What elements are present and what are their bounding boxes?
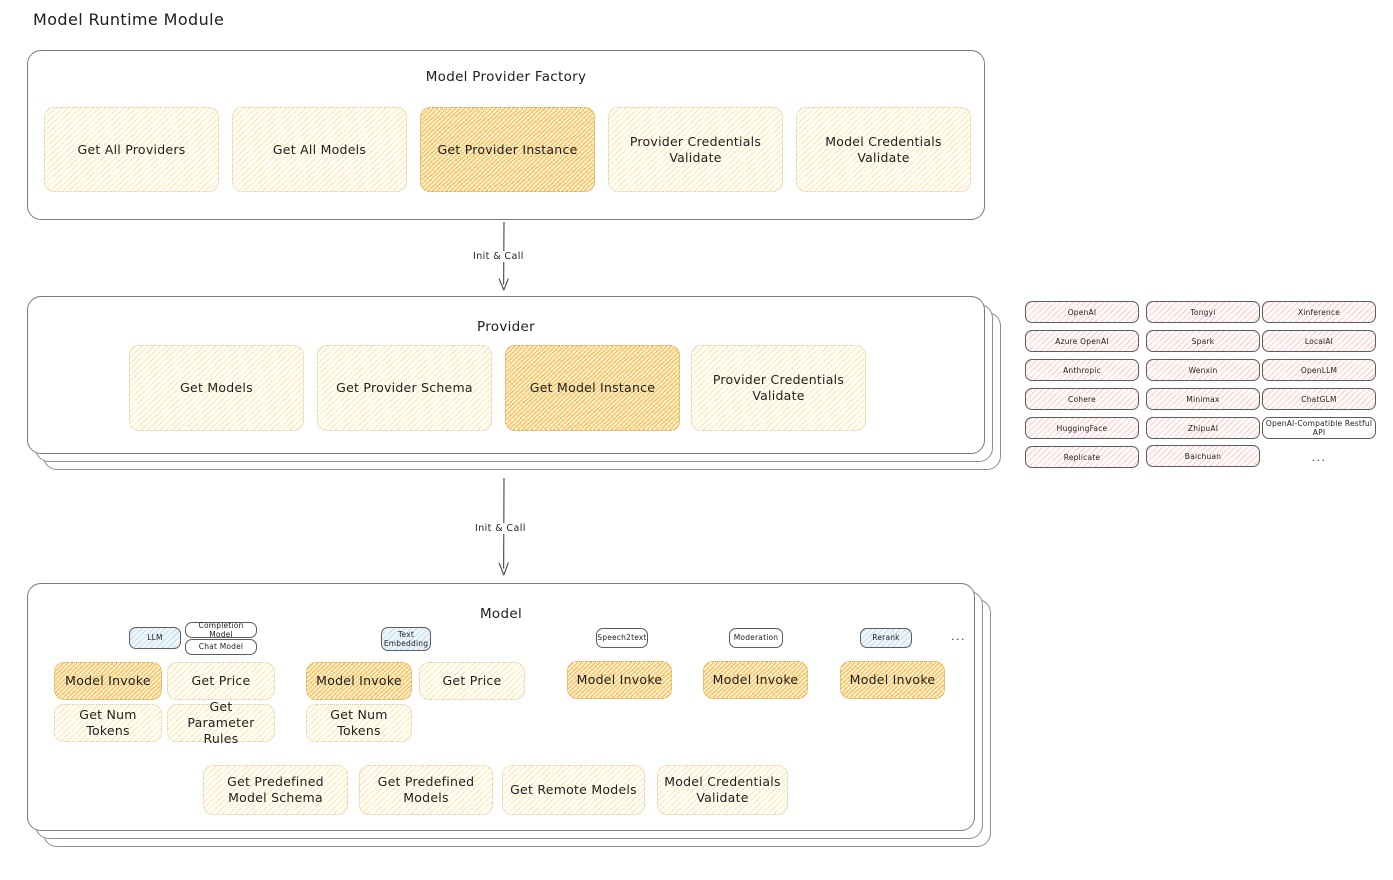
model-shared-method-model-credentials-validate[interactable]: Model Credentials Validate bbox=[657, 765, 788, 815]
text-embedding-method-get-num-tokens[interactable]: Get Num Tokens bbox=[306, 704, 412, 742]
model-type-tab-rerank[interactable]: Rerank bbox=[860, 628, 912, 648]
provider-list-ellipsis: ... bbox=[1311, 450, 1327, 464]
llm-method-get-price[interactable]: Get Price bbox=[167, 662, 275, 700]
llm-method-get-num-tokens[interactable]: Get Num Tokens bbox=[54, 704, 162, 742]
provider-chip-openllm[interactable]: OpenLLM bbox=[1262, 359, 1376, 381]
provider-method-get-model-instance[interactable]: Get Model Instance bbox=[505, 345, 680, 431]
provider-chip-openai[interactable]: OpenAI bbox=[1025, 301, 1139, 323]
llm-method-model-invoke[interactable]: Model Invoke bbox=[54, 662, 162, 700]
provider-chip-zhipuai[interactable]: ZhipuAI bbox=[1146, 417, 1260, 439]
factory-method-model-credentials-validate[interactable]: Model Credentials Validate bbox=[796, 107, 971, 192]
model-subtype-chat-model[interactable]: Chat Model bbox=[185, 639, 257, 655]
provider-method-get-provider-schema[interactable]: Get Provider Schema bbox=[317, 345, 492, 431]
arrow-label-init-and-call-2: Init & Call bbox=[472, 523, 529, 534]
rerank-method-model-invoke[interactable]: Model Invoke bbox=[840, 661, 945, 699]
model-shared-method-get-remote-models[interactable]: Get Remote Models bbox=[502, 765, 645, 815]
provider-title: Provider bbox=[477, 319, 535, 335]
provider-chip-localai[interactable]: LocalAI bbox=[1262, 330, 1376, 352]
moderation-method-model-invoke[interactable]: Model Invoke bbox=[703, 661, 808, 699]
model-provider-factory-title: Model Provider Factory bbox=[425, 69, 587, 85]
factory-method-provider-credentials-validate[interactable]: Provider Credentials Validate bbox=[608, 107, 783, 192]
provider-method-provider-credentials-validate[interactable]: Provider Credentials Validate bbox=[691, 345, 866, 431]
text-embedding-method-get-price[interactable]: Get Price bbox=[419, 662, 525, 700]
speech2text-method-model-invoke[interactable]: Model Invoke bbox=[567, 661, 672, 699]
provider-chip-minimax[interactable]: Minimax bbox=[1146, 388, 1260, 410]
provider-chip-baichuan[interactable]: Baichuan bbox=[1146, 445, 1260, 467]
model-shared-method-get-predefined-model-schema[interactable]: Get Predefined Model Schema bbox=[203, 765, 348, 815]
provider-chip-cohere[interactable]: Cohere bbox=[1025, 388, 1139, 410]
model-type-tab-text-embedding[interactable]: Text Embedding bbox=[381, 627, 431, 651]
provider-chip-tongyi[interactable]: Tongyi bbox=[1146, 301, 1260, 323]
model-type-tab-llm[interactable]: LLM bbox=[129, 627, 181, 649]
model-types-ellipsis: ... bbox=[951, 630, 966, 643]
text-embedding-method-model-invoke[interactable]: Model Invoke bbox=[306, 662, 412, 700]
model-subtype-completion-model[interactable]: Completion Model bbox=[185, 621, 257, 639]
llm-method-get-parameter-rules[interactable]: Get Parameter Rules bbox=[167, 699, 275, 746]
factory-method-get-all-providers[interactable]: Get All Providers bbox=[44, 107, 219, 192]
provider-chip-anthropic[interactable]: Anthropic bbox=[1025, 359, 1139, 381]
model-type-tab-speech2text[interactable]: Speech2text bbox=[596, 628, 648, 648]
provider-chip-spark[interactable]: Spark bbox=[1146, 330, 1260, 352]
provider-chip-replicate[interactable]: Replicate bbox=[1025, 446, 1139, 468]
provider-chip-huggingface[interactable]: HuggingFace bbox=[1025, 417, 1139, 439]
provider-chip-xinference[interactable]: Xinference bbox=[1262, 301, 1376, 323]
page-title: Model Runtime Module bbox=[33, 10, 225, 29]
model-title: Model bbox=[479, 606, 523, 622]
factory-method-get-provider-instance[interactable]: Get Provider Instance bbox=[420, 107, 595, 192]
provider-chip-wenxin[interactable]: Wenxin bbox=[1146, 359, 1260, 381]
arrow-label-init-and-call-1: Init & Call bbox=[470, 251, 527, 262]
provider-method-get-models[interactable]: Get Models bbox=[129, 345, 304, 431]
provider-chip-azure-openai[interactable]: Azure OpenAI bbox=[1025, 330, 1139, 352]
model-shared-method-get-predefined-models[interactable]: Get Predefined Models bbox=[359, 765, 493, 815]
model-type-tab-moderation[interactable]: Moderation bbox=[729, 628, 783, 648]
provider-chip-openai-compatible-restful-api[interactable]: OpenAI-Compatible Restful API bbox=[1262, 417, 1376, 439]
factory-method-get-all-models[interactable]: Get All Models bbox=[232, 107, 407, 192]
provider-chip-chatglm[interactable]: ChatGLM bbox=[1262, 388, 1376, 410]
